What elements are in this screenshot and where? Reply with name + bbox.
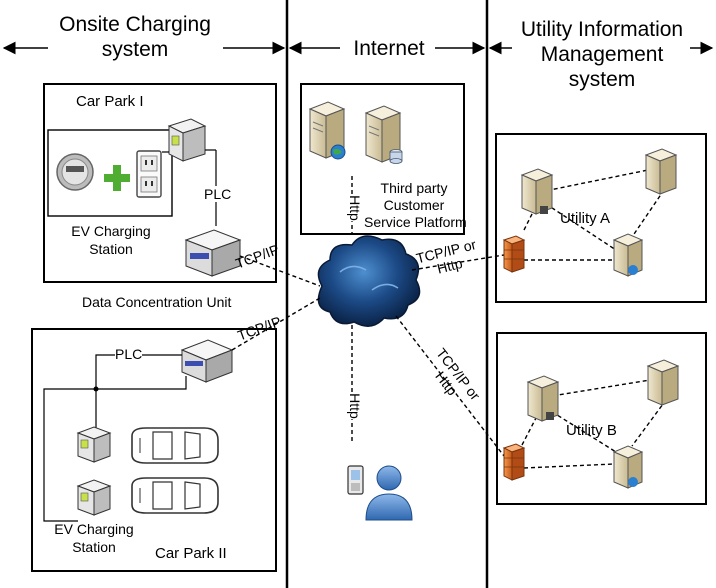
web-server-icon: [308, 101, 346, 160]
dcu-label: Data Concentration Unit: [82, 294, 232, 310]
charger-2-icon: [76, 479, 112, 516]
dcu-2-icon: [180, 339, 234, 383]
onsite-title-line2: system: [101, 38, 169, 61]
dcu-1-icon: [184, 229, 242, 277]
utility-a-firewall-icon: [502, 235, 526, 273]
third-party-line2: Customer: [383, 197, 445, 213]
utility-a-server-2-icon: [644, 148, 678, 195]
utility-b-network: [521, 379, 667, 469]
link-dcu1-cloud: [239, 255, 321, 287]
utility-a-server-1-icon: [520, 168, 554, 215]
third-party-label: Third party Customer Service Platform: [364, 180, 467, 231]
user-icon: [365, 465, 413, 521]
third-party-box: [300, 83, 465, 235]
utility-a-label: Utility A: [560, 210, 611, 227]
third-party-line1: Third party: [380, 180, 448, 196]
utility-a-server-3-icon: [612, 233, 644, 277]
car-park-1-plc-label: PLC: [204, 186, 232, 202]
utility-mgmt-title: Utility Information Management system: [512, 17, 692, 92]
utility-a-network: [523, 169, 665, 261]
car-park-2-station-line2: Station: [72, 539, 116, 555]
utility-a-box: [495, 133, 707, 303]
car-park-1-station-label: EV Charging Station: [58, 222, 164, 258]
onsite-title-line1: Onsite Charging: [59, 13, 211, 36]
onsite-title: Onsite Charging system: [52, 12, 218, 62]
car-park-2-title: Car Park II: [155, 545, 227, 562]
mobile-phone-icon: [347, 465, 364, 495]
utility-b-server-2-icon: [646, 359, 680, 406]
utility-mgmt-title-line2: Management: [540, 43, 664, 66]
car-2-icon: [131, 477, 219, 514]
db-server-icon: [364, 105, 403, 164]
wire-cp2-plc: [95, 354, 182, 389]
link-label-http-bottom: Http: [346, 393, 363, 419]
internet-title: Internet: [353, 37, 425, 60]
internet-cloud-icon: [317, 235, 421, 327]
third-party-line3: Service Platform: [364, 214, 467, 230]
utility-mgmt-title-line3: system: [568, 68, 636, 91]
utility-b-firewall-icon: [502, 443, 526, 481]
car-park-2-plc-label: PLC: [115, 346, 143, 362]
link-cloud-utility-b: [395, 315, 505, 457]
link-dcu2-cloud: [231, 297, 321, 351]
car-park-2-station-line1: EV Charging: [54, 521, 134, 537]
link-cloud-utility-a: [411, 254, 505, 271]
car-park-2-box: [31, 328, 277, 572]
meter-unit-1-icon: [167, 118, 207, 162]
utility-b-box: [496, 332, 707, 505]
utility-b-server-1-icon: [526, 375, 560, 422]
car-park-2-station-label: EV Charging Station: [44, 520, 144, 556]
car-park-1-station-line2: Station: [89, 241, 133, 257]
plus-icon: [104, 165, 130, 191]
utility-mgmt-title-line1: Utility Information: [520, 18, 684, 41]
link-label-http-top: Http: [346, 195, 363, 221]
car-park-1-box: [43, 83, 277, 283]
car-1-icon: [131, 427, 219, 464]
charging-station-inner-box: [47, 129, 173, 217]
wire-cp2-bus: [43, 376, 187, 522]
meter-icon: [56, 153, 94, 191]
charger-1-icon: [76, 426, 112, 463]
utility-b-label: Utility B: [566, 422, 617, 439]
car-park-1-title: Car Park I: [76, 93, 144, 110]
car-park-1-station-line1: EV Charging: [71, 223, 151, 239]
utility-b-server-3-icon: [612, 445, 644, 489]
socket-icon: [136, 150, 162, 198]
